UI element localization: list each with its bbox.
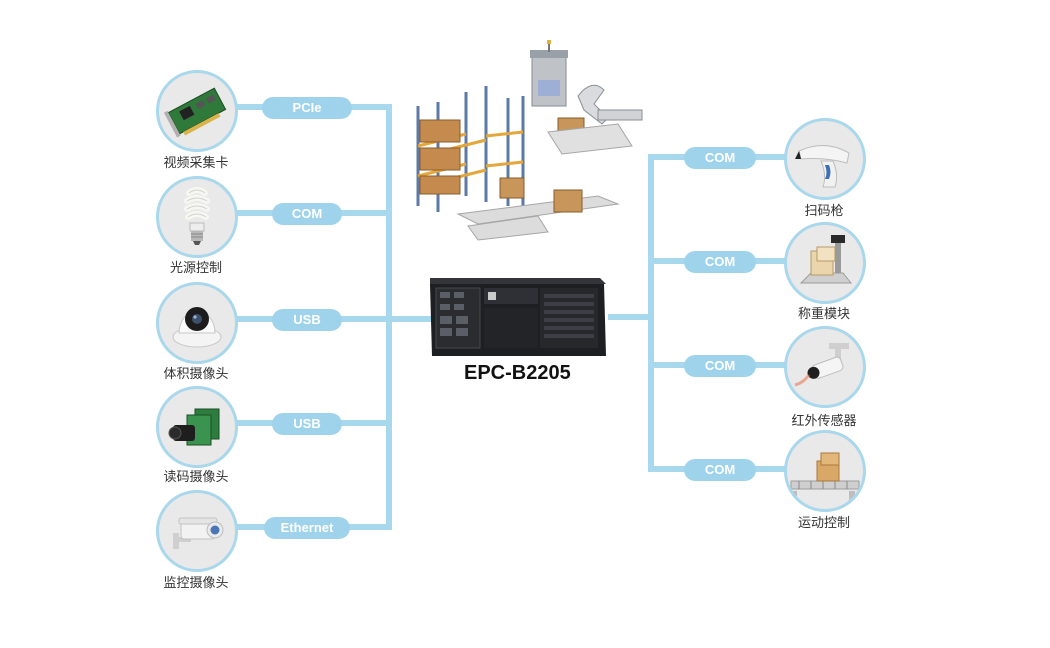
right-trunk-line — [608, 314, 652, 320]
dome-camera-icon — [172, 307, 222, 348]
device-circle — [156, 386, 238, 468]
barcode-scanner-icon — [795, 145, 850, 188]
conveyor-icon — [790, 452, 860, 503]
left-trunk-line — [386, 316, 434, 322]
device-circle — [784, 326, 866, 408]
surveillance-camera-icon — [173, 517, 224, 549]
interface-badge-com: COM — [684, 147, 756, 169]
code-camera-icon — [168, 408, 220, 446]
infrared-sensor-icon — [794, 343, 849, 387]
interface-badge-com: COM — [684, 459, 756, 481]
device-circle — [784, 222, 866, 304]
device-label: 运动控制 — [797, 516, 850, 531]
interface-badge-pcie: PCIe — [262, 97, 352, 119]
device-circle — [784, 118, 866, 200]
device-model-title: EPC-B2205 — [464, 362, 571, 384]
device-label: 体积摄像头 — [163, 367, 229, 382]
interface-badge-usb: USB — [272, 413, 342, 435]
device-circle — [156, 176, 238, 258]
device-circle — [784, 430, 866, 512]
industrial-pc-image — [430, 278, 606, 356]
interface-badge-com: COM — [272, 203, 342, 225]
device-circle — [156, 282, 238, 364]
device-label: 称重模块 — [797, 307, 850, 322]
interface-badge-com: COM — [684, 251, 756, 273]
device-label: 光源控制 — [169, 261, 222, 276]
device-circle — [156, 70, 238, 152]
capture-card-icon — [163, 87, 227, 138]
device-label: 读码摄像头 — [163, 470, 229, 485]
interface-badge-usb: USB — [272, 309, 342, 331]
weighing-scale-icon — [799, 235, 853, 284]
device-label: 红外传感器 — [791, 414, 857, 429]
device-label: 监控摄像头 — [163, 576, 229, 591]
warehouse-scene-illustration — [416, 40, 643, 241]
device-label: 视频采集卡 — [163, 156, 229, 171]
light-bulb-icon — [184, 187, 210, 245]
right-bus-line — [648, 154, 654, 470]
device-circle — [156, 490, 238, 572]
interface-badge-com: COM — [684, 355, 756, 377]
interface-badge-ethernet: Ethernet — [264, 517, 350, 539]
device-label: 扫码枪 — [804, 204, 844, 219]
